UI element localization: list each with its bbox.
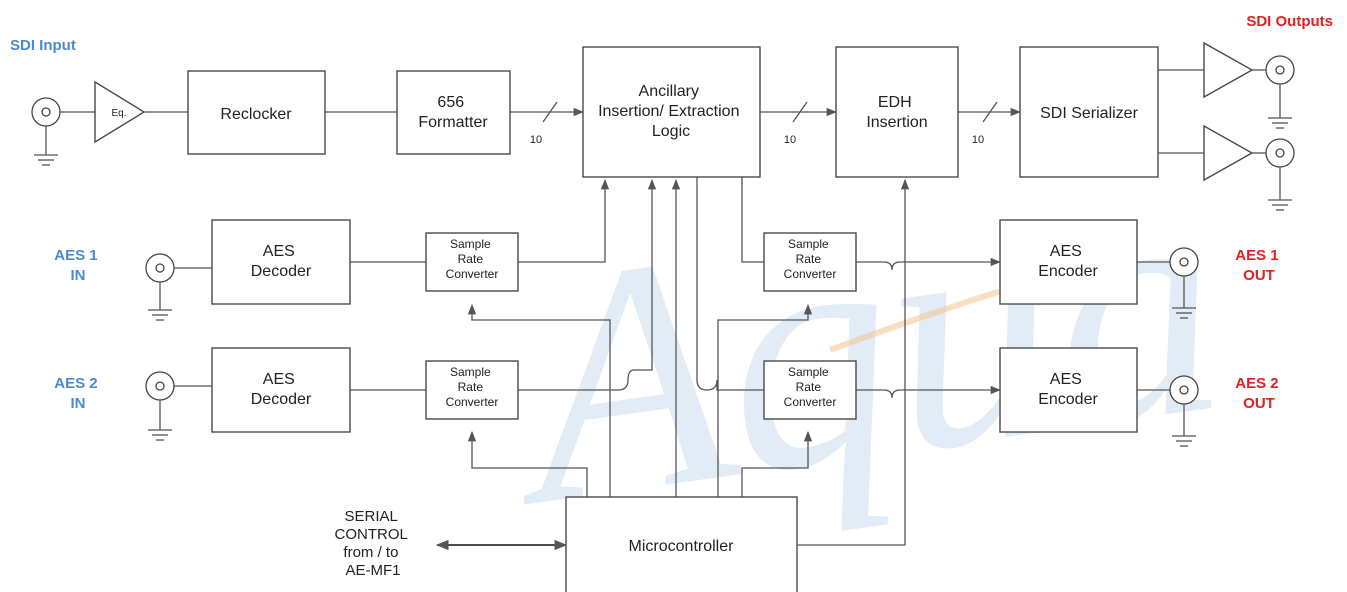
wires (60, 69, 1266, 551)
equalizer-amplifier (94, 80, 146, 144)
ancillary-logic-label: Ancillary Insertion/ Extraction Logic (598, 83, 744, 140)
src-out-1-label: Sample Rate Converter (784, 237, 837, 281)
sdi-input-connector (31, 97, 61, 166)
aes-decoder-2-block (211, 347, 351, 433)
sample-rate-converter-out-1 (763, 232, 857, 292)
bus-width-label: 10 (784, 134, 796, 146)
sdi-output-driver-1 (1203, 41, 1254, 99)
ancillary-logic-block (582, 46, 761, 178)
aes1-out-connector (1169, 247, 1199, 319)
aes1-in-connector (145, 253, 175, 321)
microcontroller-block (565, 496, 798, 592)
aes1-out-label: AES 1 OUT (1235, 247, 1283, 284)
reclocker-label: Reclocker (220, 106, 292, 123)
aes-decoder-1-label: AES Decoder (251, 243, 312, 280)
aes2-in-connector (145, 371, 175, 441)
aes2-out-connector (1169, 375, 1199, 447)
sdi-output-2-connector (1265, 138, 1295, 211)
aes-encoder-2-block (999, 347, 1138, 433)
aes-encoder-2-label: AES Encoder (1038, 371, 1098, 408)
aes-encoder-1-label: AES Encoder (1038, 243, 1098, 280)
bus-width-label: 10 (530, 134, 542, 146)
aes-decoder-2-label: AES Decoder (251, 371, 312, 408)
microcontroller-label: Microcontroller (629, 538, 735, 555)
aes-decoder-1-block (211, 219, 351, 305)
bnc-connectors (31, 55, 1295, 447)
sdi-output-driver-2 (1203, 124, 1254, 182)
aes2-in-label: AES 2 IN (54, 375, 102, 412)
aes2-out-label: AES 2 OUT (1235, 375, 1283, 412)
src-in-1-label: Sample Rate Converter (446, 237, 499, 281)
formatter-block (396, 70, 511, 155)
sdi-input-label: SDI Input (10, 37, 76, 54)
sdi-serializer-label: SDI Serializer (1040, 105, 1138, 122)
formatter-label: 656 Formatter (418, 94, 488, 131)
edh-insertion-block (835, 46, 959, 178)
sample-rate-converter-in-2 (425, 360, 519, 420)
aes-encoder-1-block (999, 219, 1138, 305)
serial-control-label: SERIAL CONTROL from / to AE-MF1 (335, 508, 412, 579)
sdi-output-1-connector (1265, 55, 1295, 129)
equalizer-label: Eq. (111, 108, 126, 119)
sdi-outputs-label: SDI Outputs (1246, 13, 1333, 30)
reclocker-block (187, 70, 326, 155)
sdi-serializer-block (1019, 46, 1159, 178)
sample-rate-converter-out-2 (763, 360, 857, 420)
sample-rate-converter-in-1 (425, 232, 519, 292)
src-in-2-label: Sample Rate Converter (446, 365, 499, 409)
aes1-in-label: AES 1 IN (54, 247, 102, 284)
edh-insertion-label: EDH Insertion (866, 94, 927, 131)
src-out-2-label: Sample Rate Converter (784, 365, 837, 409)
bus-width-label: 10 (972, 134, 984, 146)
